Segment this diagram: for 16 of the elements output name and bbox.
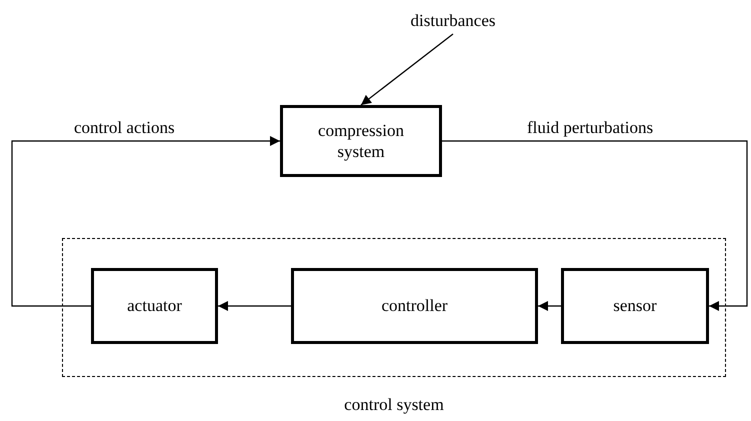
process-box (91, 268, 218, 344)
arrow (538, 301, 561, 311)
process-box (280, 105, 442, 177)
arrow (360, 34, 454, 106)
node-label: controller (381, 295, 448, 317)
arrow (218, 301, 291, 311)
node-label: sensor (613, 295, 657, 317)
group-label: control system (344, 394, 444, 416)
node-label: compression system (317, 120, 405, 162)
process-box (291, 268, 538, 344)
node-label: actuator (127, 295, 182, 317)
edge-label: fluid perturbations (525, 118, 656, 138)
node-label: disturbances (410, 10, 496, 32)
arrow (442, 140, 748, 311)
process-box (561, 268, 709, 344)
arrow (11, 136, 280, 307)
